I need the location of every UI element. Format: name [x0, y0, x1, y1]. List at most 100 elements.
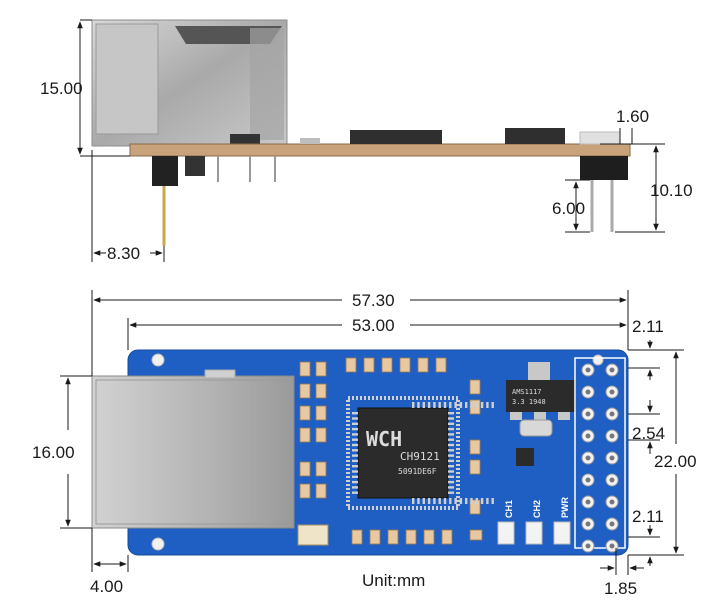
- chip-pin: [448, 480, 454, 484]
- chip-pin: [352, 470, 358, 473]
- dim-pin-length: 6.00: [552, 199, 585, 218]
- dim-board-width: 22.00: [654, 452, 697, 471]
- chip-pin: [475, 402, 478, 408]
- dim-header-height: 10.10: [650, 181, 693, 200]
- dim-overall-length: 57.30: [352, 291, 395, 310]
- chip-pin: [448, 427, 454, 431]
- chip-pin: [427, 402, 431, 408]
- dim-jack-overhang: 4.00: [90, 577, 123, 596]
- chip-pin: [475, 498, 478, 504]
- chip-pin: [352, 449, 358, 452]
- regulator: AMS1117 3.3 1948: [506, 362, 576, 420]
- chip-code: 5091DE6F: [398, 467, 437, 476]
- chip-pin: [422, 498, 425, 504]
- chip-pin: [352, 454, 358, 457]
- chip-pin: [427, 498, 431, 504]
- header-pin-hole: [585, 411, 591, 417]
- dim-pin-pitch: 2.54: [632, 424, 665, 443]
- chip-pin: [352, 427, 358, 431]
- chip-pin: [352, 465, 358, 468]
- led-label-pwr: PWR: [560, 497, 570, 518]
- header-pin-hole: [609, 521, 615, 527]
- chip-pin: [448, 412, 454, 415]
- chip-pin: [449, 498, 452, 504]
- chip-pin: [438, 498, 441, 504]
- chip-pin: [352, 491, 358, 494]
- pcb-side: [129, 143, 631, 157]
- dim-pin-offset: 8.30: [107, 244, 140, 263]
- regulator-line2: 3.3 1948: [512, 398, 546, 406]
- chip-pin: [470, 498, 473, 504]
- dim-pcb-length: 53.00: [352, 316, 395, 335]
- pin-header-top: [574, 357, 626, 553]
- header-pin-hole: [585, 389, 591, 395]
- chip-pin: [352, 459, 358, 463]
- header-pin-hole: [609, 411, 615, 417]
- header-pin-hole: [585, 477, 591, 483]
- chip-pin: [448, 465, 454, 468]
- header-pin-hole: [609, 477, 615, 483]
- chip-pin: [480, 498, 484, 504]
- dim-pcb-thickness: 1.60: [616, 107, 649, 126]
- header-pin-hole: [609, 543, 615, 549]
- header-pin-hole: [585, 455, 591, 461]
- chip-pin: [412, 402, 415, 408]
- chip-pin: [448, 459, 454, 463]
- chip-pin: [352, 480, 358, 484]
- chip-pin: [459, 498, 463, 504]
- header-pin-hole: [609, 367, 615, 373]
- header-pin-hole: [609, 433, 615, 439]
- chip-pin: [465, 498, 468, 504]
- header-pin-hole: [585, 367, 591, 373]
- chip-pin: [352, 433, 358, 436]
- dim-edge-margin-bottom: 2.11: [632, 507, 664, 526]
- header-pin-hole: [609, 389, 615, 395]
- header-pin-hole: [609, 455, 615, 461]
- chip-pin: [480, 402, 484, 408]
- side-view: 15.00 1.60 10.10 6.00 8.30: [40, 19, 693, 263]
- led-label-ch1: CH1: [504, 500, 514, 518]
- chip-pin: [438, 402, 441, 408]
- chip-pin: [448, 491, 454, 494]
- chip-pin: [422, 402, 425, 408]
- chip-pin: [352, 422, 358, 425]
- chip-pin: [491, 402, 494, 408]
- chip-pin: [448, 422, 454, 425]
- chip-pin: [352, 475, 358, 478]
- led-group: CH1 CH2 PWR: [497, 497, 571, 545]
- chip-pin: [448, 475, 454, 478]
- header-pin-hole: [609, 499, 615, 505]
- chip-pin: [491, 498, 494, 504]
- chip-pin: [352, 443, 358, 447]
- chip-pin: [417, 498, 420, 504]
- header-pin-hole: [585, 543, 591, 549]
- pin-header-side: [580, 156, 628, 180]
- dim-edge-margin-top: 2.11: [632, 317, 664, 336]
- unit-label: Unit:mm: [362, 571, 425, 590]
- top-view: WCH CH9121 5091DE6F AMS1117 3.3 1948 CH1…: [32, 290, 697, 598]
- chip-pin: [443, 498, 447, 504]
- chip-pin: [352, 438, 358, 441]
- led-label-ch2: CH2: [532, 500, 542, 518]
- header-pin-hole: [585, 499, 591, 505]
- chip-pin: [443, 402, 447, 408]
- dim-jack-height: 15.00: [40, 79, 83, 98]
- chip-pin: [352, 412, 358, 415]
- chip-brand: WCH: [366, 427, 402, 451]
- chip-pin: [448, 433, 454, 436]
- header-pin-hole: [585, 521, 591, 527]
- rj45-jack-top: [91, 375, 295, 529]
- chip-pin: [448, 454, 454, 457]
- dim-header-edge: 1.85: [604, 579, 637, 598]
- regulator-line1: AMS1117: [512, 388, 542, 396]
- chip-pin: [486, 498, 489, 504]
- ch9121-chip: WCH CH9121 5091DE6F: [346, 396, 494, 510]
- chip-pin: [417, 402, 420, 408]
- chip-pin: [465, 402, 468, 408]
- chip-pin: [352, 417, 358, 420]
- dim-jack-width: 16.00: [32, 443, 75, 462]
- chip-pin: [448, 443, 454, 447]
- chip-pin: [454, 402, 457, 408]
- chip-pin: [412, 498, 415, 504]
